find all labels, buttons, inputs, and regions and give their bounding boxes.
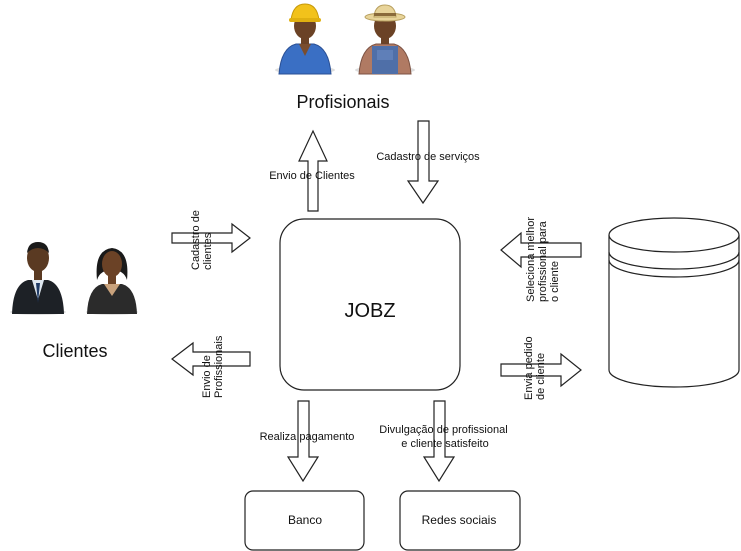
envio-profissionais-line-2: Profissionais <box>213 335 225 398</box>
divulgacao-label: Divulgação de profissional e cliente sat… <box>379 424 510 450</box>
cadastro-clientes-line-2: clientes <box>202 232 214 270</box>
envio-profissionais-label: Envio de Profissionais <box>201 335 225 398</box>
cadastro-servicos-label: Cadastro de serviços <box>376 151 480 163</box>
cadastro-clientes-label: Cadastro de clientes <box>190 207 214 270</box>
seleciona-line-2: profissional para <box>537 220 549 302</box>
cadastro-servicos-arrow <box>406 120 440 205</box>
cadastro-clientes-arrow <box>171 222 251 254</box>
envia-pedido-line-2: de cliente <box>535 353 547 400</box>
realiza-pagamento-arrow <box>286 400 320 483</box>
database-cylinder <box>608 217 740 388</box>
redes-sociais-label: Redes sociais <box>422 513 497 527</box>
divulgacao-line-2: e cliente satisfeito <box>401 438 488 450</box>
jobz-box <box>279 218 461 391</box>
profissionais-label: Profisionais <box>296 92 389 112</box>
envio-profissionais-arrow <box>171 341 251 377</box>
banco-label: Banco <box>288 513 322 527</box>
banco-box <box>244 490 365 551</box>
envia-pedido-arrow <box>500 352 582 388</box>
clientes-label: Clientes <box>42 341 107 361</box>
divulgacao-arrow <box>422 400 456 483</box>
divulgacao-line-1: Divulgação de profissional <box>379 424 507 436</box>
cadastro-clientes-line-1: Cadastro de <box>190 210 202 270</box>
envio-profissionais-line-1: Envio de <box>201 355 213 398</box>
jobz-label: JOBZ <box>344 300 395 322</box>
redes-sociais-box <box>399 490 521 551</box>
envio-clientes-label: Envio de Clientes <box>269 170 355 182</box>
envio-clientes-arrow <box>298 129 328 212</box>
seleciona-line-1: Seleciona melhor <box>525 217 537 302</box>
realiza-pagamento-label: Realiza pagamento <box>260 431 355 443</box>
envia-pedido-line-1: Envia pedido <box>523 336 535 400</box>
worker-farmer-icon <box>355 4 415 75</box>
businessman-icon <box>10 242 66 315</box>
envia-pedido-label: Envia pedido de cliente <box>523 333 547 400</box>
worker-hardhat-icon <box>275 3 335 75</box>
businesswoman-icon <box>86 248 138 315</box>
seleciona-label: Seleciona melhor profissional para o cli… <box>525 214 561 302</box>
seleciona-line-3: o cliente <box>549 261 561 302</box>
seleciona-arrow <box>500 231 582 269</box>
